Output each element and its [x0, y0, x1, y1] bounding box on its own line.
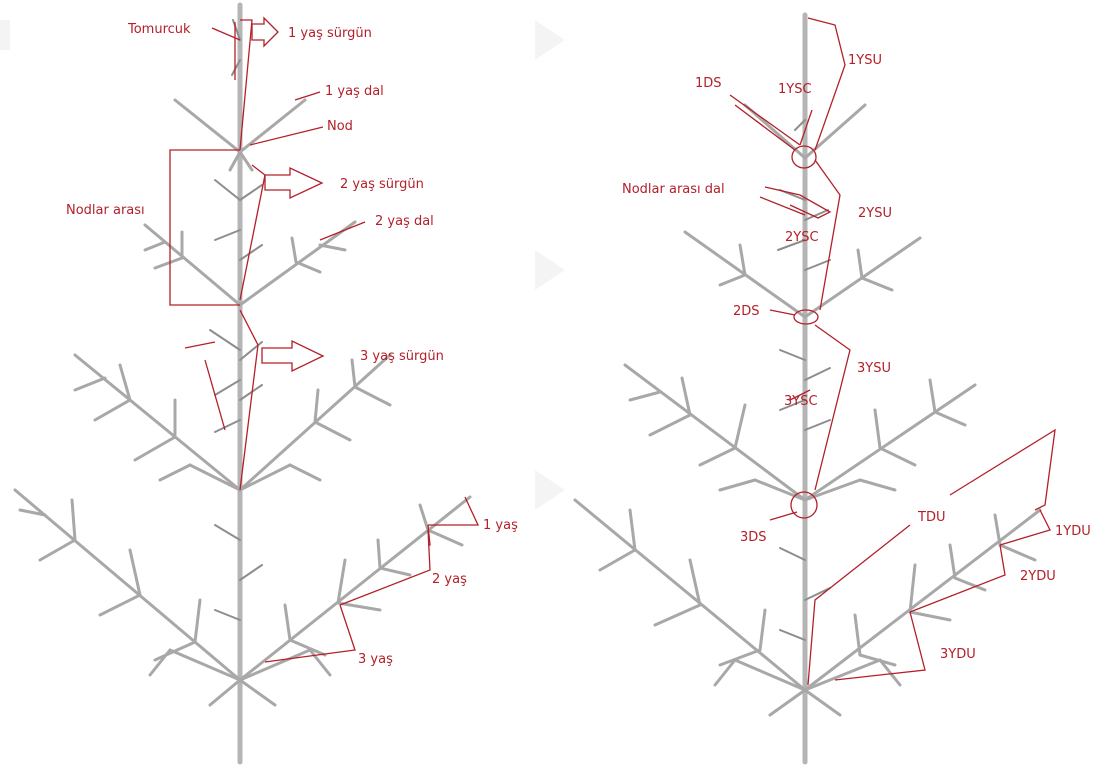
shoot-1-label: 1 yaş sürgün [288, 26, 372, 41]
watermark [0, 20, 565, 510]
age-3-label: 3 yaş [358, 652, 393, 667]
internode-branch-label: Nodlar arası dal [622, 182, 725, 197]
node-label: Nod [327, 119, 353, 134]
branch-1-label: 1 yaş dal [325, 84, 384, 99]
ysc-1-label: 1YSC [778, 82, 812, 97]
ds-1-label: 1DS [695, 76, 722, 91]
shoot-2-label: 2 yaş sürgün [340, 177, 424, 192]
ysu-1-label: 1YSU [848, 53, 882, 68]
age-2-label: 2 yaş [432, 572, 467, 587]
shoot-3-label: 3 yaş sürgün [360, 349, 444, 364]
ydu-2-label: 2YDU [1020, 569, 1056, 584]
ydu-3-label: 3YDU [940, 647, 976, 662]
right-tree: 1YSU 1DS 1YSC Nodlar arası dal 2YSU 2YSC… [575, 15, 1091, 762]
tdu-label: TDU [917, 510, 945, 525]
right-whorl-3 [625, 350, 975, 500]
ysc-2-label: 2YSC [785, 230, 819, 245]
ds-2-label: 2DS [733, 304, 760, 319]
left-whorl-2 [145, 180, 355, 305]
ydu-1-label: 1YDU [1055, 524, 1091, 539]
left-tree: Tomurcuk 1 yaş sürgün 1 yaş dal Nod 2 ya… [15, 5, 518, 762]
ysc-3-label: 3YSC [784, 394, 818, 409]
branch-2-label: 2 yaş dal [375, 214, 434, 229]
ysu-3-label: 3YSU [857, 361, 891, 376]
age-1-label: 1 yaş [483, 518, 518, 533]
left-annotations [170, 18, 478, 662]
bud-label: Tomurcuk [127, 22, 191, 37]
internode-label: Nodlar arası [66, 203, 145, 218]
ysu-2-label: 2YSU [858, 206, 892, 221]
left-whorl-3 [75, 330, 390, 490]
ds-3-label: 3DS [740, 530, 767, 545]
right-annotations [730, 18, 1055, 685]
